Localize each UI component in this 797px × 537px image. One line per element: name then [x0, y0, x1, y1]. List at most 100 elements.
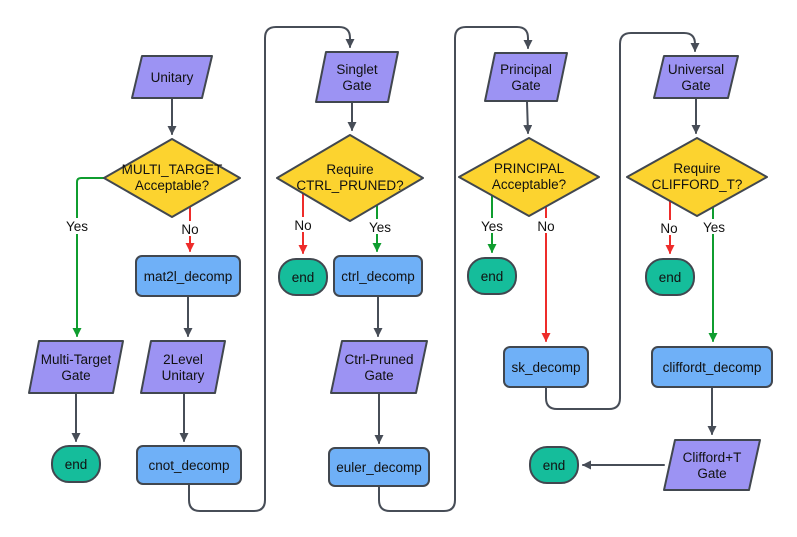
- edge-label-yes-3: Yes: [481, 219, 503, 234]
- label-bg: [478, 218, 506, 233]
- io-shape: [140, 340, 226, 394]
- node-end-ctrl-pruned: end: [278, 258, 328, 296]
- edge-label-no-1: No: [181, 222, 198, 237]
- node-cnot-decomp: cnot_decomp: [136, 445, 242, 485]
- edge-label-yes-2: Yes: [369, 220, 391, 235]
- node-mat2l-decomp: mat2l_decomp: [135, 255, 241, 297]
- decision-line2: CLIFFORD_T?: [652, 177, 743, 192]
- process-shape: [136, 445, 242, 485]
- edge-cnot-to-singlet-gate: [188, 26, 355, 512]
- decision-line1: PRINCIPAL: [494, 161, 565, 176]
- io-shape: [28, 340, 124, 394]
- node-label-line2: Gate: [511, 78, 540, 93]
- node-end-principal: end: [467, 257, 517, 295]
- node-label: Unitary: [151, 70, 194, 85]
- decision-line1: MULTI_TARGET: [122, 162, 223, 177]
- node-label: end: [292, 270, 315, 285]
- node-label-line2: Gate: [342, 78, 371, 93]
- node-label: sk_decomp: [511, 360, 580, 375]
- node-unitary: Unitary: [131, 55, 213, 99]
- decision-line1: Require: [326, 162, 373, 177]
- node-euler-decomp: euler_decomp: [328, 447, 430, 487]
- node-multi-target-decision: MULTI_TARGET Acceptable?: [103, 138, 241, 218]
- terminal-shape: [278, 258, 328, 296]
- node-principal-gate: Principal Gate: [484, 52, 568, 102]
- node-label-line2: Gate: [364, 368, 393, 383]
- edge-label-no-4: No: [660, 221, 677, 236]
- terminal-shape: [529, 446, 579, 484]
- edge-sk-to-universal-gate: [545, 32, 700, 410]
- node-universal-gate: Universal Gate: [653, 55, 739, 99]
- node-multi-target-gate: Multi-Target Gate: [28, 340, 124, 394]
- decision-line2: Acceptable?: [135, 178, 209, 193]
- node-label-line1: Ctrl-Pruned: [344, 352, 413, 367]
- terminal-shape: [467, 257, 517, 295]
- decision-shape: [276, 134, 424, 222]
- node-end-multi-target: end: [51, 445, 101, 483]
- decision-line2: CTRL_PRUNED?: [296, 178, 403, 193]
- edge-principal-gate-to-decision: [523, 101, 533, 134]
- decision-shape: [103, 138, 241, 218]
- node-label-line2: Unitary: [162, 368, 205, 383]
- io-shape: [131, 55, 213, 99]
- edges: [71, 26, 718, 512]
- node-2level-unitary: 2Level Unitary: [140, 340, 226, 394]
- io-shape: [330, 340, 428, 394]
- node-label: end: [659, 270, 682, 285]
- node-label-line1: Clifford+T: [683, 450, 742, 465]
- node-label: end: [481, 269, 504, 284]
- node-label: cliffordt_decomp: [663, 360, 762, 375]
- node-label: end: [65, 457, 88, 472]
- decision-shape: [458, 137, 600, 217]
- node-label: mat2l_decomp: [144, 269, 233, 284]
- process-shape: [651, 346, 773, 388]
- node-label-line1: 2Level: [163, 352, 203, 367]
- node-label-line2: Gate: [681, 78, 710, 93]
- node-singlet-gate: Singlet Gate: [315, 51, 399, 103]
- edge-label-yes-1: Yes: [66, 219, 88, 234]
- node-label-line1: Universal: [668, 62, 724, 77]
- edge-label-no-2: No: [294, 218, 311, 233]
- decision-line1: Require: [673, 161, 720, 176]
- edge-yes-to-multi-target-gate: [72, 177, 105, 337]
- node-sk-decomp: sk_decomp: [503, 346, 589, 388]
- node-ctrl-pruned-gate: Ctrl-Pruned Gate: [330, 340, 428, 394]
- node-clifford-t-decision: Require CLIFFORD_T?: [626, 137, 768, 217]
- node-label: cnot_decomp: [148, 458, 229, 473]
- process-shape: [503, 346, 589, 388]
- node-principal-decision: PRINCIPAL Acceptable?: [458, 137, 600, 217]
- label-bg: [700, 219, 728, 234]
- node-clifford-t-gate: Clifford+T Gate: [663, 439, 761, 491]
- label-bg: [655, 220, 683, 235]
- node-label-line1: Principal: [500, 62, 552, 77]
- node-cliffordt-decomp: cliffordt_decomp: [651, 346, 773, 388]
- node-label-line2: Gate: [697, 466, 726, 481]
- decision-line2: Acceptable?: [492, 177, 566, 192]
- edge-label-yes-4: Yes: [703, 220, 725, 235]
- process-shape: [328, 447, 430, 487]
- node-ctrl-decomp: ctrl_decomp: [333, 255, 423, 297]
- label-bg: [366, 219, 394, 234]
- node-label: euler_decomp: [336, 460, 422, 475]
- edge-labels: Yes No No Yes Yes No No Yes: [63, 217, 728, 237]
- node-ctrl-pruned-decision: Require CTRL_PRUNED?: [276, 134, 424, 222]
- label-bg: [63, 218, 91, 234]
- io-shape: [315, 51, 399, 103]
- io-shape: [484, 52, 568, 102]
- node-label: ctrl_decomp: [341, 269, 415, 284]
- node-end-clifford: end: [645, 258, 695, 296]
- node-end-final: end: [529, 446, 579, 484]
- edge-label-no-3: No: [537, 219, 554, 234]
- label-bg: [289, 217, 317, 232]
- node-label: end: [543, 458, 566, 473]
- node-label-line2: Gate: [61, 368, 90, 383]
- node-label-line1: Multi-Target: [41, 352, 112, 367]
- label-bg: [532, 218, 560, 233]
- io-shape: [653, 55, 739, 99]
- edge-euler-to-principal-gate: [378, 26, 533, 512]
- decision-shape: [626, 137, 768, 217]
- terminal-shape: [645, 258, 695, 296]
- process-shape: [135, 255, 241, 297]
- node-label-line1: Singlet: [336, 62, 378, 77]
